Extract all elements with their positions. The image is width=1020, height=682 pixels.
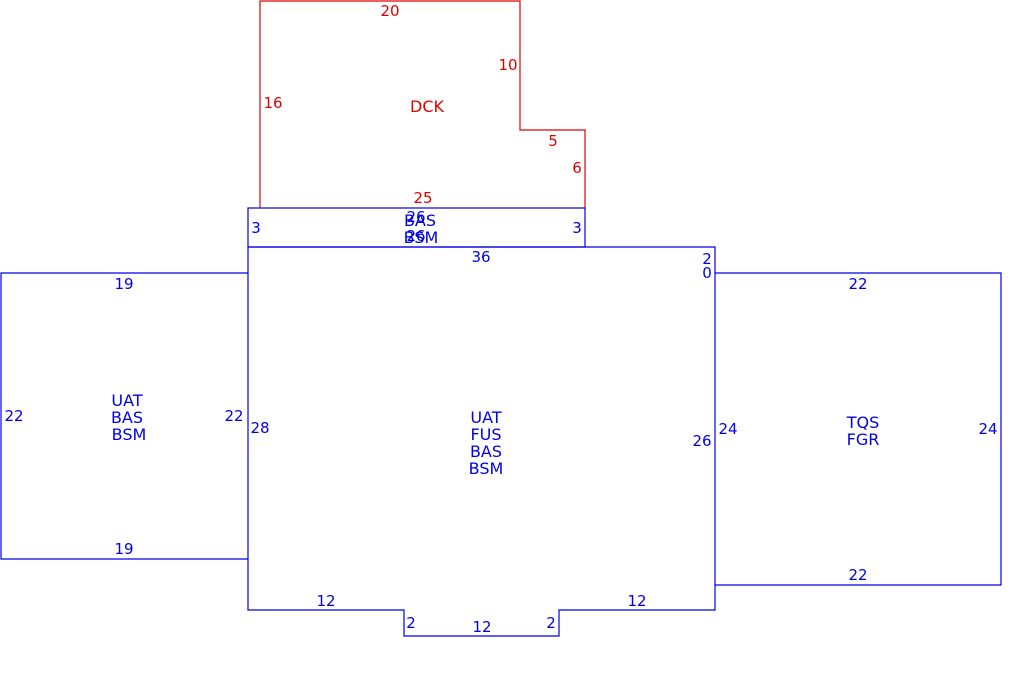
deck-dim-left: 16 [263,94,282,112]
right-wing-dim-left: 24 [718,420,737,438]
main-dim-bottom-left: 12 [316,592,335,610]
left-wing-label-line-3: BSM [112,425,147,444]
main-dim-bottom-right: 12 [627,592,646,610]
main-label-line-3: BAS [470,442,502,461]
deck-dim-right-lower: 6 [572,159,582,177]
right-wing-label-line-2: FGR [847,430,880,449]
deck-label: DCK [410,97,444,116]
right-wing-outline [715,272,1002,586]
right-wing-dim-bottom: 22 [848,566,867,584]
left-wing-dim-right: 22 [224,407,243,425]
main-dim-left: 28 [250,419,269,437]
main-area: 36 2 0 28 26 12 12 2 2 12 UAT FUS BAS BS… [247,246,716,637]
deck-dim-top: 20 [380,2,399,20]
main-label-line-4: BSM [469,459,504,478]
bay-label-line-2: BSM [404,228,439,247]
bay-dim-left: 3 [251,219,261,237]
main-dim-right: 26 [692,432,711,450]
deck-dim-step-horizontal: 5 [548,132,558,150]
right-wing-area: 22 22 24 24 TQS FGR [715,272,1002,586]
deck-dim-bottom: 25 [413,189,432,207]
main-dim-top: 36 [471,248,490,266]
main-dim-corner-a: 2 [702,250,712,268]
bay-area: 26 26 3 3 BAS BSM [247,207,586,248]
left-wing-dim-left: 22 [4,407,23,425]
main-dim-notch-left: 2 [406,614,416,632]
main-dim-notch-bottom: 12 [472,618,491,636]
bay-label-line-1: BAS [404,211,436,230]
left-wing-area: 19 19 22 22 UAT BAS BSM [0,272,248,560]
main-dim-corner-b: 0 [702,264,712,282]
bay-dim-right: 3 [572,219,582,237]
main-outline [247,246,716,637]
bay-dim-top: 26 [406,208,425,226]
left-wing-label-line-2: BAS [111,408,143,427]
left-wing-label-line-1: UAT [111,391,142,410]
bay-dim-bottom: 26 [406,227,425,245]
main-dim-notch-right: 2 [546,614,556,632]
right-wing-dim-right: 24 [978,420,997,438]
main-label-line-1: UAT [470,408,501,427]
left-wing-outline [0,272,248,560]
deck-dim-step-vertical: 10 [498,56,517,74]
left-wing-dim-top: 19 [114,275,133,293]
main-label-line-2: FUS [470,425,501,444]
deck-area: 20 16 10 5 6 25 DCK [259,0,586,208]
right-wing-dim-top: 22 [848,275,867,293]
right-wing-label-line-1: TQS [846,413,880,432]
deck-outline [259,0,586,208]
left-wing-dim-bottom: 19 [114,540,133,558]
